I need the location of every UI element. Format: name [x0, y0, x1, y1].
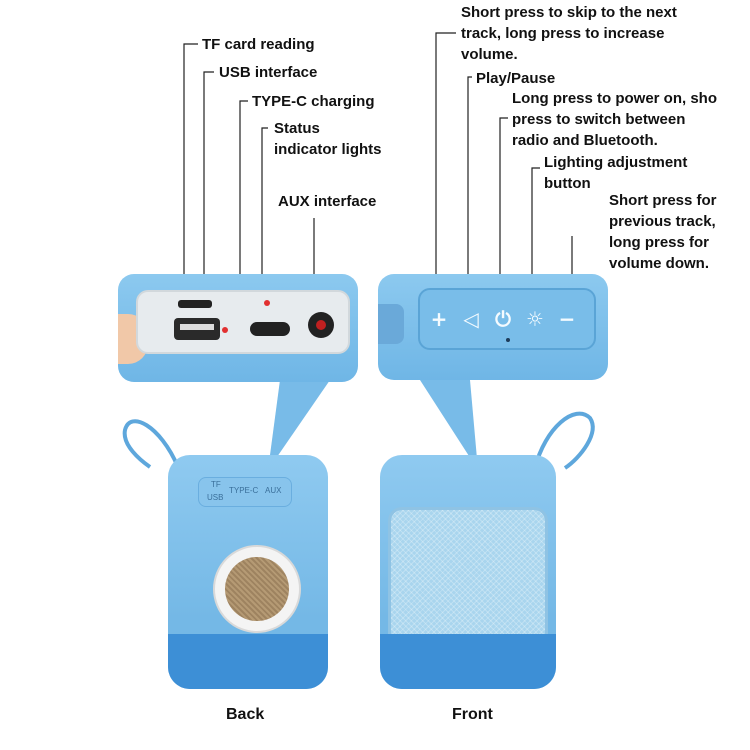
button-strip: + ◁ ⏻ ☼ −: [418, 288, 596, 350]
ports-strip: [136, 290, 350, 354]
front-buttons-panel: + ◁ ⏻ ☼ −: [378, 274, 608, 380]
label-skip-next: Short press to skip to the next track, l…: [461, 4, 677, 63]
tf-card-slot: [178, 300, 212, 308]
power-indicator-dot: [506, 338, 510, 342]
caption-back: Back: [226, 706, 265, 723]
caption-front: Front: [452, 706, 493, 723]
speaker-grille: [388, 507, 548, 655]
volume-up-button[interactable]: +: [430, 307, 448, 331]
label-type-c: TYPE-C charging: [252, 93, 375, 110]
tag-usb: USB: [207, 493, 224, 502]
label-status-lights: Status indicator lights: [274, 120, 382, 158]
volume-down-button[interactable]: −: [558, 307, 576, 331]
back-ports-panel: [118, 274, 358, 382]
label-power: Long press to power on, sho press to swi…: [512, 90, 718, 149]
port-cover: TF USB TYPE-C AUX: [198, 477, 292, 507]
power-button[interactable]: ⏻: [495, 307, 511, 331]
usb-port: [174, 318, 220, 340]
label-tf-card: TF card reading: [202, 36, 315, 53]
passive-radiator: [213, 545, 301, 633]
back-speaker: TF USB TYPE-C AUX: [168, 455, 328, 689]
tag-tf: TF: [211, 480, 221, 489]
type-c-port: [250, 322, 290, 336]
label-prev-track: Short press for previous track, long pre…: [609, 192, 717, 272]
front-speaker-base: [380, 634, 556, 689]
label-play-pause: Play/Pause: [476, 70, 556, 87]
tag-type-c: TYPE-C: [229, 486, 259, 495]
usb-indicator-dot: [222, 327, 228, 333]
tag-aux: AUX: [265, 486, 282, 495]
back-speaker-base: [168, 634, 328, 689]
light-button[interactable]: ☼: [526, 307, 544, 331]
strap-fragment: [378, 304, 404, 344]
label-aux: AUX interface: [278, 193, 377, 210]
radiator-mesh: [225, 557, 289, 621]
back-strap: [122, 419, 180, 469]
label-usb: USB interface: [219, 64, 318, 81]
label-lighting: Lighting adjustment button: [544, 154, 688, 192]
status-indicator-dot: [264, 300, 270, 306]
front-strap: [533, 411, 595, 470]
aux-port: [308, 312, 334, 338]
play-pause-button[interactable]: ◁: [463, 307, 479, 331]
front-speaker: [380, 455, 556, 689]
